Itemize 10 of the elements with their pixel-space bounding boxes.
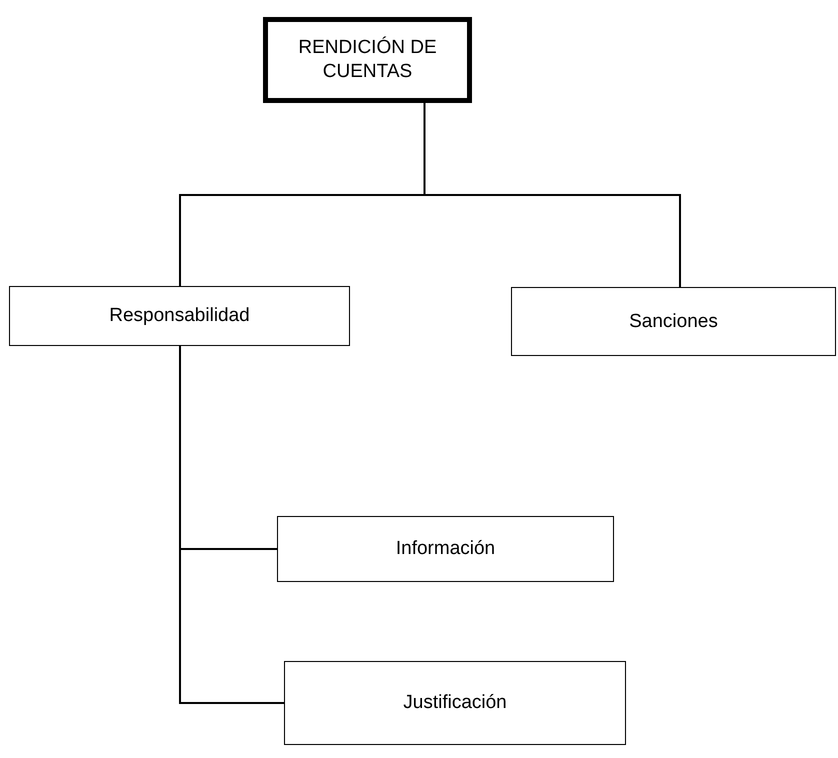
process-box [511,287,836,356]
node-label: Información [396,537,496,561]
node-label: Sanciones [629,310,718,334]
node-label: Justificación [403,691,507,715]
process-box [263,17,472,103]
process-box [277,516,614,582]
node-label: Responsabilidad [109,304,250,328]
process-box [284,661,626,745]
node-label: RENDICIÓN DE CUENTAS [297,36,438,84]
process-box [9,286,350,346]
